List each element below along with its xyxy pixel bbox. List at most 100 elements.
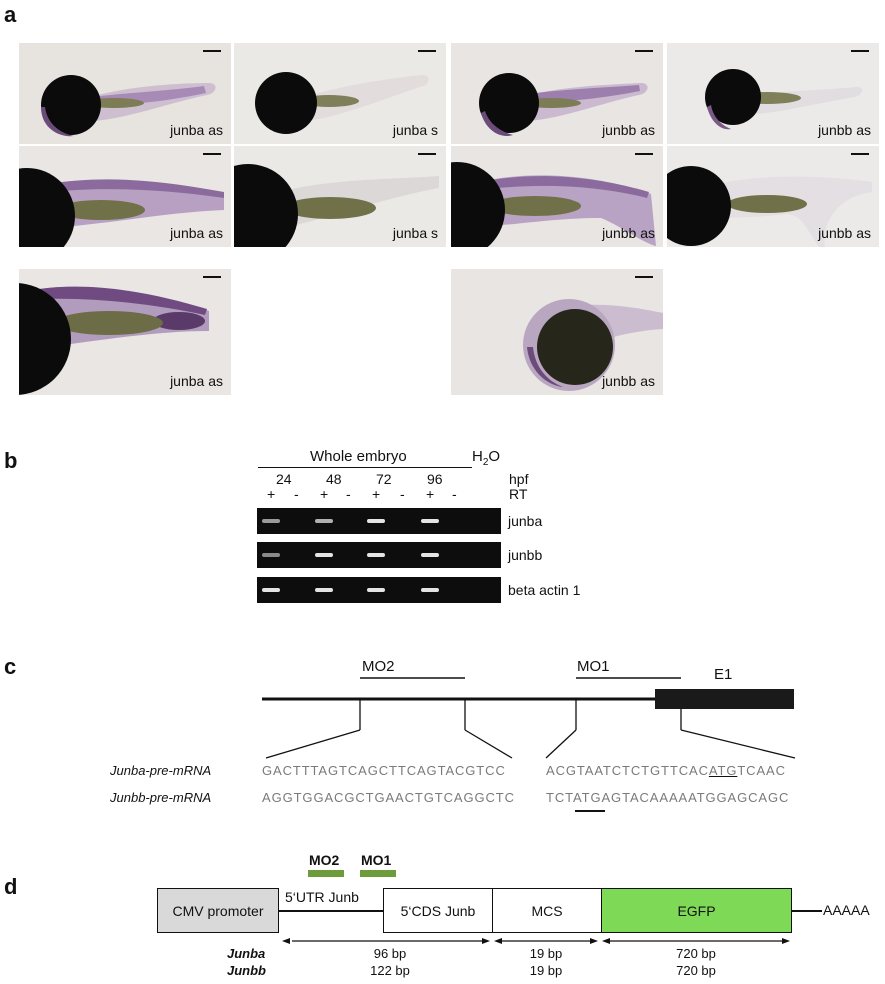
junbb-pre-mrna-label: Junbb-pre-mRNA (110, 790, 212, 805)
junba-mo2-sequence: GACTTTAGTCAGCTTCAGTACGTCC (262, 763, 506, 778)
junbb-mo1-sequence: TCTATGAGTACAAAAATGGAGCAGC (546, 790, 789, 805)
embryo-image: junba as (19, 43, 231, 144)
gene-beta-actin: beta actin 1 (508, 582, 581, 598)
start-codon: ATG (573, 790, 602, 805)
gel-beta-actin (257, 577, 501, 603)
embryo-image: junba s (234, 43, 446, 144)
gel-band (367, 553, 385, 557)
embryo-drawing (451, 43, 663, 144)
junbb-mcs-length: 19 bp (529, 963, 563, 978)
rt-label: RT (509, 486, 528, 502)
water-label: H2O (472, 448, 500, 468)
start-codon: ATG (708, 763, 738, 778)
gene-structure-diagram (262, 677, 796, 759)
polya-line (792, 910, 822, 912)
scale-bar (635, 50, 653, 52)
water-h: H (472, 448, 483, 465)
rt-plus: + (320, 486, 329, 502)
embryo-image: junbb as (451, 269, 663, 395)
seq-part: ACGTAATCTCTGTTCAC (546, 763, 709, 778)
rt-minus: - (346, 486, 351, 502)
panel-label-c: c (4, 654, 17, 679)
scale-bar (418, 153, 436, 155)
embryo-image: junba as (19, 269, 231, 395)
embryo-drawing (667, 146, 879, 247)
seq-part: TCAAC (737, 763, 786, 778)
mo2-bar (308, 870, 344, 877)
embryo-drawing (19, 43, 231, 144)
probe-label: junbb as (602, 373, 655, 389)
probe-label: junba s (392, 122, 438, 138)
embryo-image: junbb as (667, 43, 879, 144)
hpf-label: hpf (509, 471, 529, 487)
panel-label-d: d (4, 874, 18, 899)
rt-minus: - (294, 486, 299, 502)
length-arrows (282, 938, 790, 944)
rt-plus: + (426, 486, 435, 502)
timepoint-24: 24 (276, 471, 292, 487)
junbb-mo2-sequence: AGGTGGACGCTGAACTGTCAGGCTC (262, 790, 515, 805)
rt-plus: + (372, 486, 381, 502)
junba-pre-mrna-label: Junba-pre-mRNA (110, 763, 212, 778)
rt-minus: - (452, 486, 457, 502)
scale-bar (203, 50, 221, 52)
mo1-label: MO1 (577, 658, 610, 675)
probe-label: junbb as (602, 225, 655, 241)
embryo-drawing (451, 146, 663, 247)
junba-egfp-length: 720 bp (676, 946, 716, 961)
timepoint-72: 72 (376, 471, 392, 487)
egfp-box: EGFP (601, 888, 792, 933)
gel-junba (257, 508, 501, 534)
rt-minus: - (400, 486, 405, 502)
scale-bar (418, 50, 436, 52)
mo1-tag: MO1 (361, 852, 392, 868)
rt-plus: + (267, 486, 276, 502)
gel-band (262, 519, 280, 523)
timepoint-96: 96 (427, 471, 443, 487)
cmv-promoter-box: CMV promoter (157, 888, 279, 933)
probe-label: junba as (170, 225, 223, 241)
junbb-atg-underline (575, 810, 605, 812)
utr-line (279, 910, 383, 912)
scale-bar (203, 276, 221, 278)
gel-band (421, 588, 439, 592)
junbb-utr-cds-length: 122 bp (370, 963, 410, 978)
probe-label: junba s (392, 225, 438, 241)
header-line (258, 467, 472, 468)
panel-label-a: a (4, 2, 17, 27)
probe-label: junba as (170, 373, 223, 389)
utr-label: 5‘UTR Junb (285, 889, 359, 905)
whole-embryo-header: Whole embryo (310, 448, 407, 465)
timepoint-48: 48 (326, 471, 342, 487)
embryo-drawing (19, 269, 231, 395)
mcs-box: MCS (492, 888, 602, 933)
polya-label: AAAAA (823, 902, 870, 918)
seq-part: AGTACAAAAATGGAGCAGC (601, 790, 790, 805)
embryo-image: junbb as (451, 43, 663, 144)
scale-bar (851, 153, 869, 155)
gel-junbb (257, 542, 501, 568)
water-o: O (488, 448, 501, 465)
gel-band (421, 519, 439, 523)
mo2-tag: MO2 (309, 852, 340, 868)
embryo-drawing (451, 269, 663, 395)
scale-bar (203, 153, 221, 155)
junbb-egfp-length: 720 bp (676, 963, 716, 978)
gel-band (367, 588, 385, 592)
gel-band (315, 588, 333, 592)
junba-row-label: Junba (227, 946, 266, 961)
junbb-row-label: Junbb (227, 963, 266, 978)
e1-label: E1 (714, 666, 733, 683)
probe-label: junba as (170, 122, 223, 138)
embryo-image: junba as (19, 146, 231, 247)
gel-band (315, 553, 333, 557)
mo1-bar (360, 870, 396, 877)
gel-band (367, 519, 385, 523)
junba-utr-cds-length: 96 bp (373, 946, 407, 961)
scale-bar (635, 276, 653, 278)
scale-bar (635, 153, 653, 155)
gel-band (421, 553, 439, 557)
embryo-drawing (667, 43, 879, 144)
junba-mo1-sequence: ACGTAATCTCTGTTCACATGTCAAC (546, 763, 786, 778)
probe-label: junbb as (818, 122, 871, 138)
